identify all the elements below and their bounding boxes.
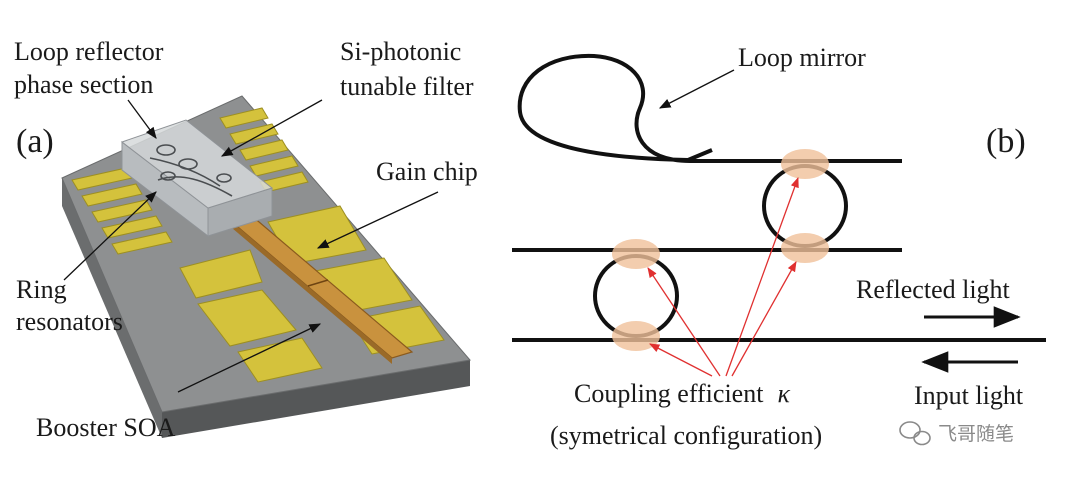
right-pads — [219, 107, 309, 193]
coupling-label-config: (symetrical configuration) — [550, 421, 822, 450]
loop-reflector-label-1: Loop reflector — [14, 37, 164, 66]
wechat-icon — [899, 421, 931, 446]
loop-mirror-pointer — [658, 69, 735, 109]
schematic — [512, 53, 1046, 342]
si-chip-waveguides — [149, 144, 233, 197]
gain-chip-label: Gain chip — [376, 157, 478, 186]
panel-a-leaders — [63, 99, 439, 393]
coupling-spot-1 — [781, 149, 829, 179]
loop-mirror-label: Loop mirror — [738, 43, 866, 72]
tunable-filter-label-1: Si-photonic — [340, 37, 461, 66]
coupling-spot-4 — [612, 321, 660, 351]
panel-a-label: (a) — [16, 123, 54, 160]
coupling-arrows — [647, 177, 799, 377]
coupling-spots — [612, 149, 829, 351]
coupling-spot-2 — [781, 233, 829, 263]
loop-mirror-waveguide — [517, 53, 902, 163]
coupling-label-text: Coupling efficient — [574, 379, 764, 408]
booster-soa-label: Booster SOA — [36, 413, 176, 442]
tunable-filter-label-2: tunable filter — [340, 72, 474, 101]
loop-reflector-label-2: phase section — [14, 70, 153, 99]
watermark-text: 飞哥随笔 — [938, 423, 1014, 445]
substrate-left-face — [62, 178, 162, 438]
coupling-spot-3 — [612, 239, 660, 269]
ring-resonators-label-1: Ring — [16, 275, 67, 304]
left-pads — [71, 167, 173, 255]
ring-resonators-label-2: resonators — [16, 307, 123, 336]
input-light-label: Input light — [914, 381, 1024, 410]
chip-drawing — [61, 95, 471, 438]
panel-b-label: (b) — [986, 123, 1026, 160]
substrate-front-face — [162, 360, 470, 438]
coupling-kappa: κ — [777, 379, 790, 408]
coupling-label: Coupling efficient κ — [574, 379, 790, 408]
gain-pads — [179, 205, 445, 383]
watermark: 飞哥随笔 — [899, 421, 1014, 446]
reflected-light-label: Reflected light — [856, 275, 1011, 304]
gain-chip-side — [232, 222, 392, 364]
